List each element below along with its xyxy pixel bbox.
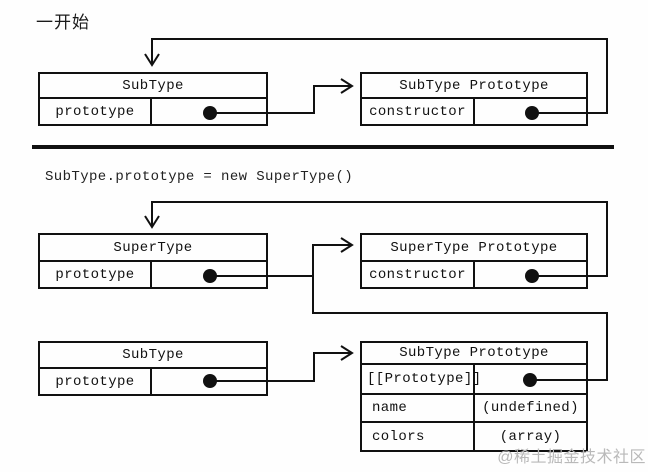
field-value: (undefined) [482,400,579,416]
box-subtype-prototype-initial: SubType Prototype constructor [360,72,588,126]
arrowhead-down-subtype [144,53,160,67]
pointer-cell [475,99,586,124]
pointer-cell [152,99,266,124]
table-row: prototype [40,99,266,124]
field-label: colors [362,423,475,450]
field-label: prototype [40,262,152,287]
field-label: [[Prototype]] [362,365,481,393]
box-title: SubType [40,343,266,369]
section-divider [32,145,614,149]
table-row: name (undefined) [362,393,586,421]
box-title: SubType [40,74,266,99]
section-heading: 一开始 [36,13,90,32]
box-title: SubType Prototype [362,343,586,365]
pointer-cell [475,262,586,287]
table-row: [[Prototype]] [362,365,586,393]
arrowhead-right-subtype-prototype-after [340,345,354,361]
table-row: prototype [40,262,266,287]
pointer-cell [152,369,266,394]
field-label: constructor [362,262,475,287]
box-subtype-prototype-after: SubType Prototype [[Prototype]] name (un… [360,341,588,452]
box-subtype-initial: SubType prototype [38,72,268,126]
field-value: (array) [499,428,562,445]
arrowhead-down-supertype [144,215,160,229]
box-title: SuperType [40,235,266,262]
box-supertype: SuperType prototype [38,233,268,289]
box-supertype-prototype: SuperType Prototype constructor [360,233,588,289]
pointer-cell [152,262,266,287]
table-row: prototype [40,369,266,394]
field-label: prototype [40,369,152,394]
field-label: constructor [362,99,475,124]
arrowhead-right-subtype-prototype [340,78,354,94]
box-subtype-after: SubType prototype [38,341,268,396]
pointer-cell [475,365,586,393]
arrowhead-right-supertype-prototype [340,237,354,253]
watermark: @稀土掘金技术社区 [497,449,646,466]
box-title: SubType Prototype [362,74,586,99]
field-label: name [362,395,475,421]
table-row: constructor [362,99,586,124]
table-row: colors (array) [362,421,586,450]
code-text: SubType.prototype = new SuperType() [45,169,354,185]
field-label: prototype [40,99,152,124]
box-title: SuperType Prototype [362,235,586,262]
table-row: constructor [362,262,586,287]
